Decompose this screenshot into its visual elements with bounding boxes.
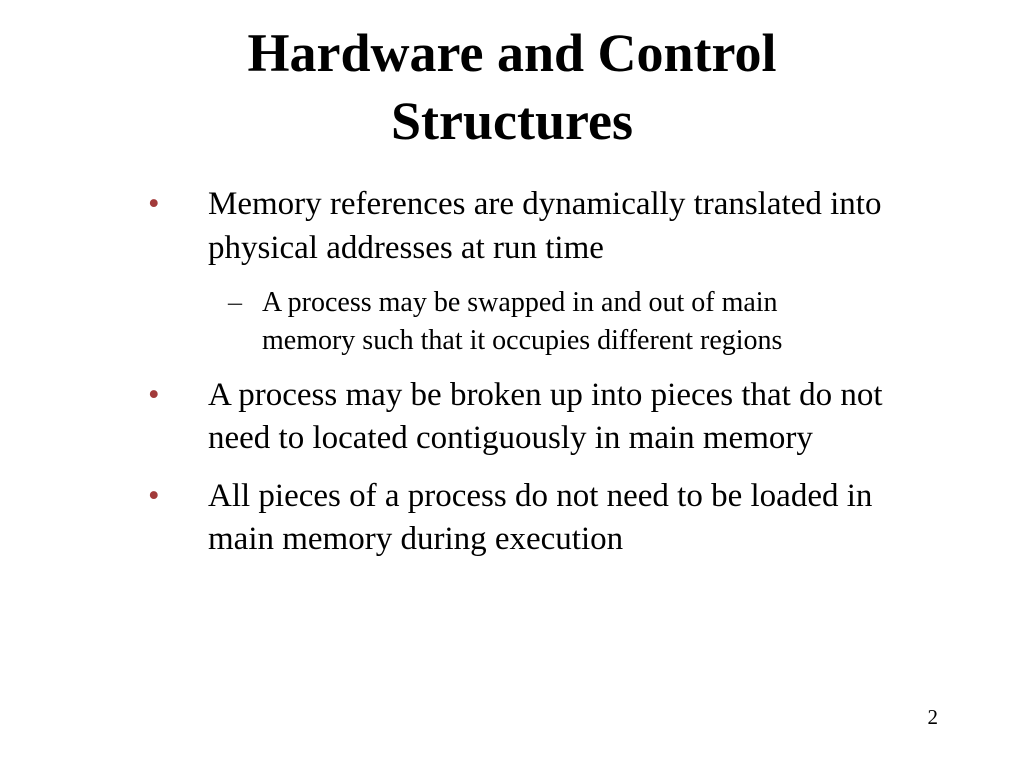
bullet-icon: • [148,186,160,222]
page-number: 2 [927,705,939,729]
bullet-icon: • [148,376,160,413]
bullet-item-2: • A process may be broken up into pieces… [148,374,984,461]
slide-title: Hardware and Control Structures [247,23,777,151]
bullet-item-3: • All pieces of a process do not need to… [148,475,984,562]
bullet-icon: • [148,477,160,514]
bullet-text: A process may be broken up into pieces t… [208,376,883,457]
dash-icon: – [228,287,242,319]
sub-bullet-item-1: – A process may be swapped in and out of… [228,284,984,360]
slide-body: • Memory references are dynamically tran… [0,183,1024,562]
bullet-text: Memory references are dynamically transl… [208,186,882,266]
bullet-item-1: • Memory references are dynamically tran… [148,183,984,270]
sub-bullet-text: A process may be swapped in and out of m… [262,287,783,356]
bullet-text: All pieces of a process do not need to b… [208,477,873,558]
